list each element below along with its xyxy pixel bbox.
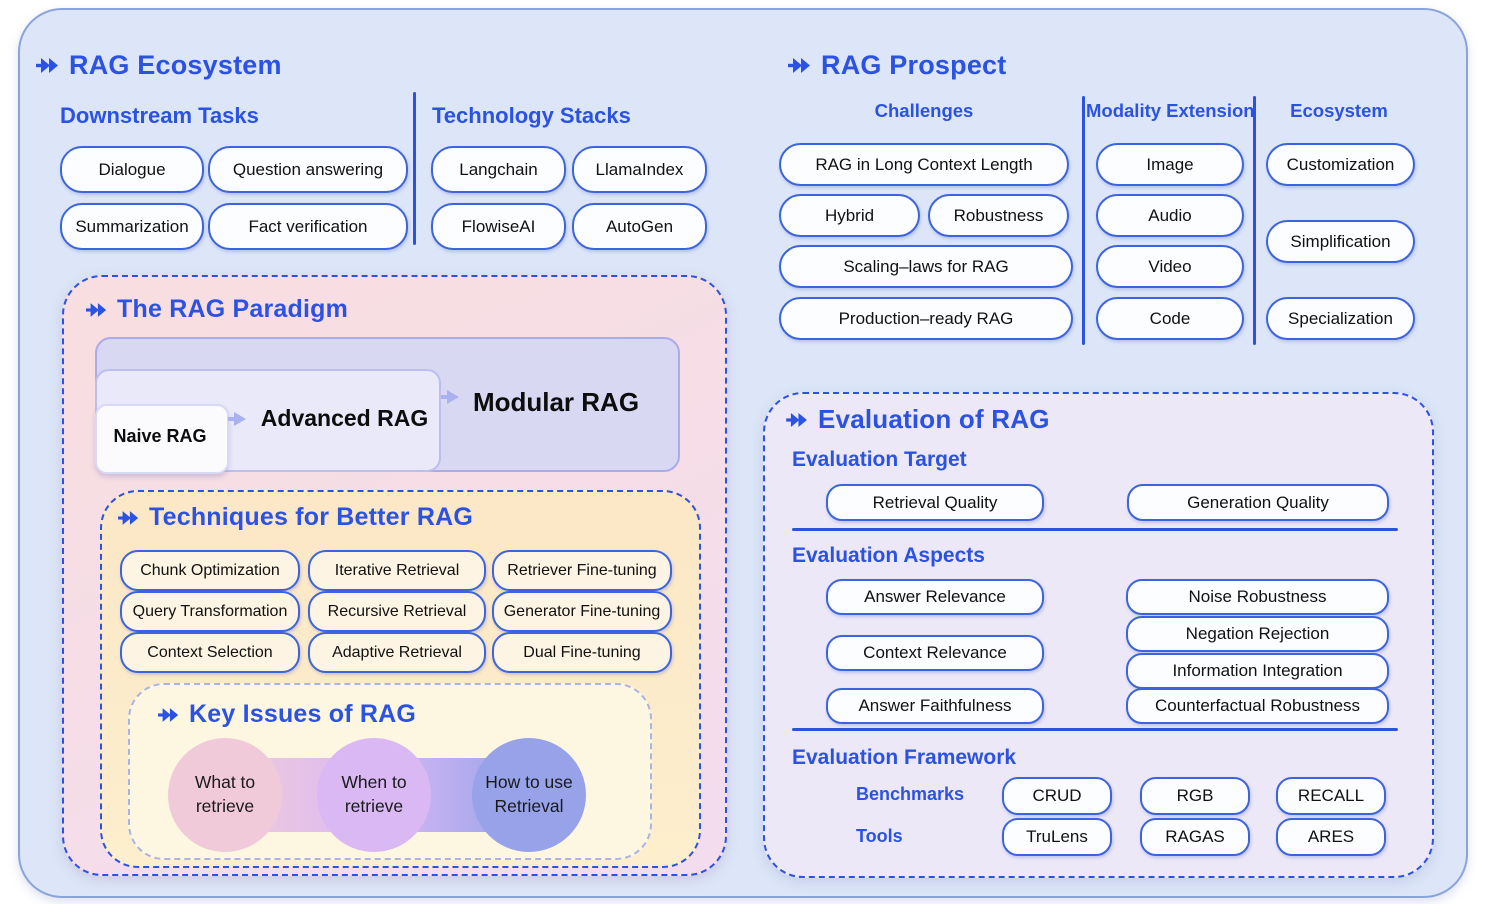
benchmark: RGB [1140, 777, 1250, 815]
key-issue-label: When to retrieve [341, 772, 407, 816]
downstream-task: Dialogue [60, 146, 204, 193]
techniques-title-text: Techniques for Better RAG [149, 503, 474, 531]
eval-aspect: Information Integration [1126, 653, 1389, 689]
naive-rag-label: Naive RAG [113, 425, 207, 446]
rag-ecosystem-title-text: RAG Ecosystem [69, 50, 282, 80]
modality: Image [1096, 143, 1244, 186]
challenge: Production–ready RAG [779, 297, 1073, 340]
ecosystem-column-heading: Ecosystem [1290, 100, 1388, 121]
techniques-title: Techniques for Better RAG [118, 503, 473, 532]
modular-rag-label: Modular RAG [472, 387, 640, 417]
eval-aspect: Answer Faithfulness [826, 688, 1044, 724]
stage-arrow-icon [441, 390, 459, 404]
challenge: Scaling–laws for RAG [779, 245, 1073, 288]
downstream-tasks-heading: Downstream Tasks [60, 103, 259, 128]
key-issue-what-to-retrieve: What to retrieve [168, 738, 282, 852]
double-arrow-icon [158, 707, 179, 722]
tool: TruLens [1002, 818, 1112, 856]
evaluation-divider [792, 728, 1398, 731]
evaluation-title-text: Evaluation of RAG [818, 404, 1050, 434]
rag-ecosystem-title: RAG Ecosystem [36, 50, 282, 81]
evaluation-aspects-heading: Evaluation Aspects [792, 544, 985, 567]
tech-stack: FlowiseAI [431, 203, 566, 250]
rag-paradigm-title-text: The RAG Paradigm [117, 295, 349, 323]
key-issue-label: How to use Retrieval [485, 772, 573, 816]
evaluation-framework-heading: Evaluation Framework [792, 746, 1017, 769]
technique: Iterative Retrieval [308, 550, 486, 591]
technique: Adaptive Retrieval [308, 632, 486, 673]
prospect-divider [1253, 96, 1256, 345]
tech-stack: LlamaIndex [572, 146, 707, 193]
eval-aspect: Noise Robustness [1126, 579, 1389, 615]
tool: ARES [1276, 818, 1386, 856]
eval-aspect: Counterfactual Robustness [1126, 688, 1389, 724]
evaluation-target-heading: Evaluation Target [792, 448, 967, 471]
technique: Recursive Retrieval [308, 591, 486, 632]
double-arrow-icon [36, 58, 58, 73]
eval-aspect: Negation Rejection [1126, 616, 1389, 652]
double-arrow-icon [86, 302, 107, 317]
technique: Chunk Optimization [120, 550, 300, 591]
modality-extension-heading: Modality Extension [1086, 100, 1255, 121]
rag-prospect-title: RAG Prospect [788, 50, 1006, 81]
evaluation-divider [792, 528, 1398, 531]
challenge: RAG in Long Context Length [779, 143, 1069, 186]
ecosystem-divider [413, 92, 416, 245]
eval-target: Retrieval Quality [826, 484, 1044, 521]
ecosystem-item: Customization [1266, 143, 1415, 186]
modality: Code [1096, 297, 1244, 340]
stage-arrow-icon [228, 412, 246, 426]
eval-aspect: Answer Relevance [826, 579, 1044, 615]
modality: Audio [1096, 194, 1244, 237]
double-arrow-icon [118, 510, 139, 525]
benchmark: RECALL [1276, 777, 1386, 815]
naive-rag-box [95, 404, 229, 474]
ecosystem-item: Simplification [1266, 220, 1415, 263]
technique: Generator Fine-tuning [492, 591, 672, 632]
downstream-task: Question answering [208, 146, 408, 193]
evaluation-title: Evaluation of RAG [786, 404, 1050, 435]
tools-label: Tools [856, 826, 903, 846]
challenge: Hybrid [779, 194, 920, 237]
technology-stacks-heading: Technology Stacks [432, 103, 631, 128]
tech-stack: Langchain [431, 146, 566, 193]
technique: Context Selection [120, 632, 300, 673]
key-issue-how-to-use: How to use Retrieval [472, 738, 586, 852]
benchmark: CRUD [1002, 777, 1112, 815]
ecosystem-item: Specialization [1266, 297, 1415, 340]
key-issues-title: Key Issues of RAG [158, 700, 416, 729]
technique: Dual Fine-tuning [492, 632, 672, 673]
tool: RAGAS [1140, 818, 1250, 856]
benchmarks-label: Benchmarks [856, 784, 965, 804]
rag-prospect-title-text: RAG Prospect [821, 50, 1007, 80]
downstream-task: Fact verification [208, 203, 408, 250]
downstream-task: Summarization [60, 203, 204, 250]
advanced-rag-label: Advanced RAG [260, 405, 429, 431]
challenge: Robustness [928, 194, 1069, 237]
technique: Query Transformation [120, 591, 300, 632]
modality: Video [1096, 245, 1244, 288]
double-arrow-icon [786, 412, 807, 427]
key-issue-when-to-retrieve: When to retrieve [317, 738, 431, 852]
key-issues-title-text: Key Issues of RAG [189, 700, 417, 728]
rag-paradigm-title: The RAG Paradigm [86, 295, 348, 324]
challenges-heading: Challenges [874, 100, 974, 121]
technique: Retriever Fine-tuning [492, 550, 672, 591]
prospect-divider [1082, 96, 1085, 345]
tech-stack: AutoGen [572, 203, 707, 250]
eval-target: Generation Quality [1127, 484, 1389, 521]
double-arrow-icon [788, 58, 810, 73]
key-issue-label: What to retrieve [194, 772, 256, 816]
eval-aspect: Context Relevance [826, 635, 1044, 671]
